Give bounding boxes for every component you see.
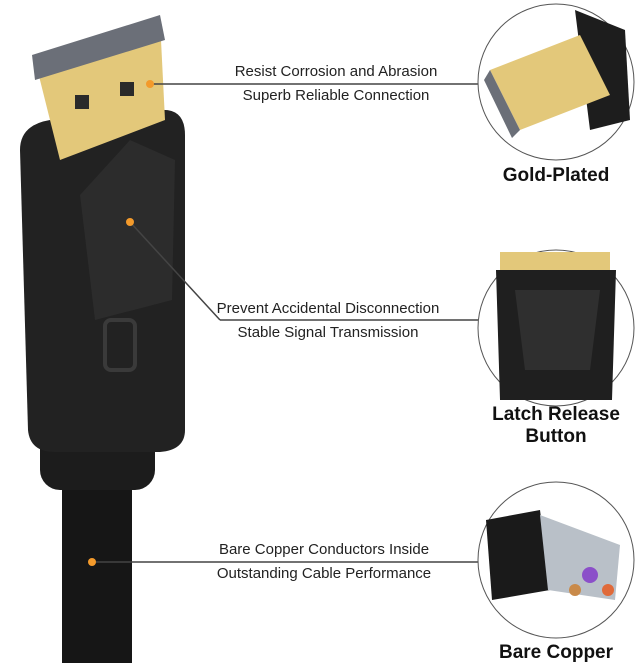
feature-title: Latch Release Button <box>492 404 620 447</box>
feature-text: Outstanding Cable Performance <box>216 565 432 582</box>
feature-title: Gold-Plated <box>502 165 610 186</box>
callout-dot <box>146 80 154 88</box>
leader-line <box>129 221 221 321</box>
latch-release-detail <box>477 249 635 407</box>
feature-title: Bare Copper <box>498 642 614 663</box>
feature-text: Stable Signal Transmission <box>237 324 419 341</box>
callout-dot <box>88 558 96 566</box>
feature-text: Superb Reliable Connection <box>242 87 430 104</box>
plug-hole <box>120 82 134 96</box>
feature-text: Bare Copper Conductors Inside <box>218 541 430 558</box>
latch <box>80 140 175 320</box>
bare-copper-detail <box>477 481 635 639</box>
plug-hole <box>75 95 89 109</box>
callout-dot <box>126 218 134 226</box>
feature-text: Prevent Accidental Disconnection <box>216 300 440 317</box>
dp-logo <box>103 318 137 372</box>
plug-face <box>32 15 165 80</box>
gold-plated-detail <box>477 3 635 161</box>
cable <box>62 470 132 663</box>
feature-text: Resist Corrosion and Abrasion <box>234 63 438 80</box>
